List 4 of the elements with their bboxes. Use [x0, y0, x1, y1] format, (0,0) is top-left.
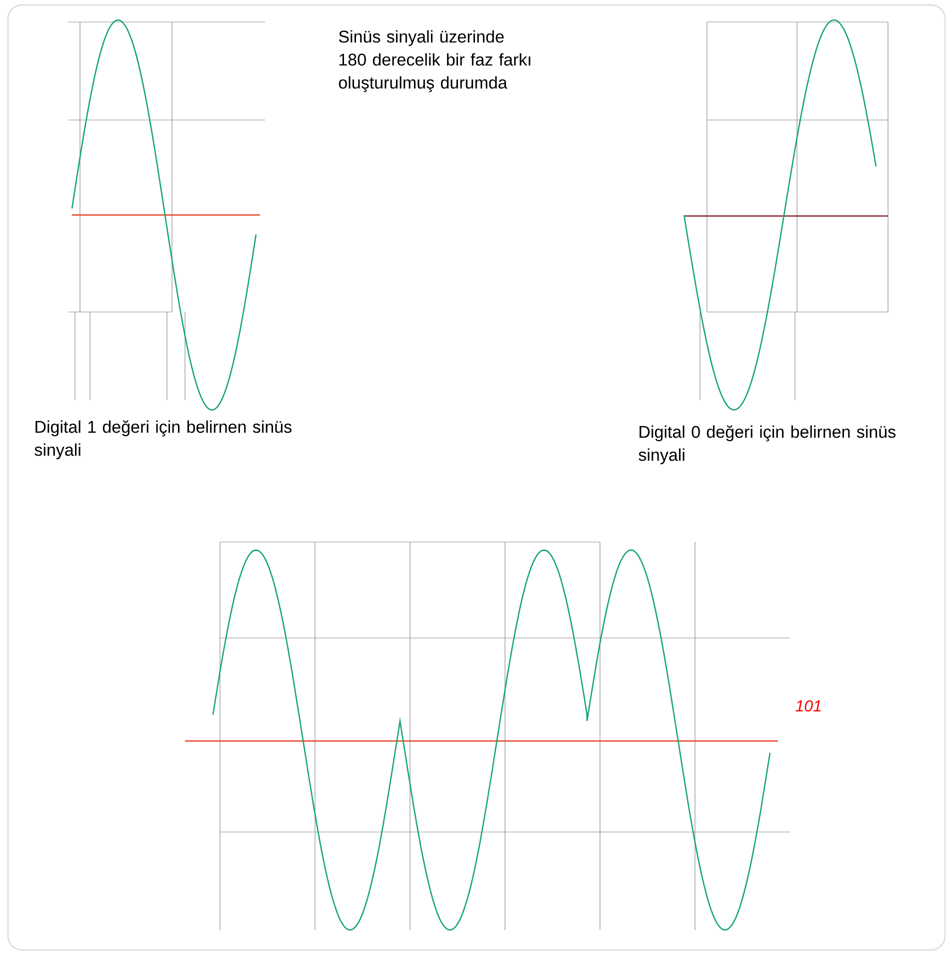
caption-text: Digital 0 değeri için belirnen sinüs sinyali: [638, 425, 896, 464]
caption-text: 101: [796, 700, 821, 712]
caption-text: Sinüs sinyali üzerinde 180 derecelik bir faz farkı oluşturulmuş durumda: [338, 30, 530, 92]
caption-text: Digital 1 değeri için belirnen sinüs sinyali: [34, 420, 292, 460]
